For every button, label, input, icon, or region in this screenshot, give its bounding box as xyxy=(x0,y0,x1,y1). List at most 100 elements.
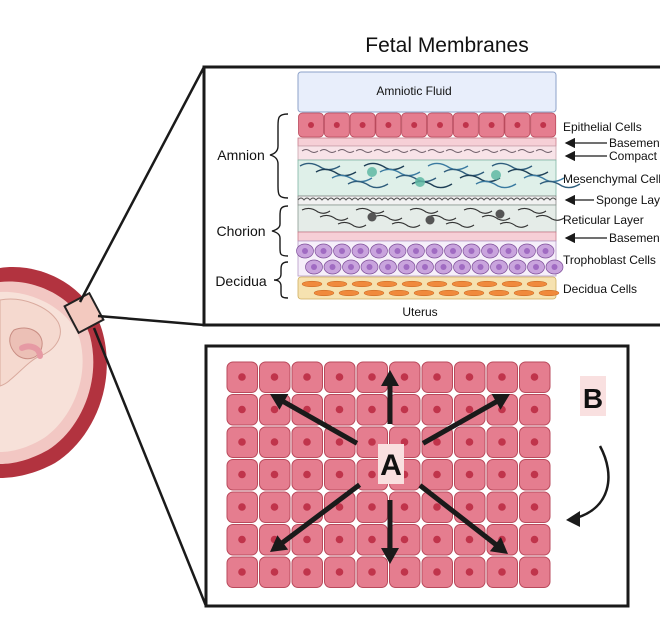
trophoblast-nucleus xyxy=(413,248,419,254)
compact-fiber xyxy=(319,149,337,153)
label-epithelial-cells: Epithelial Cells xyxy=(563,120,642,134)
sheet-cell-nucleus xyxy=(303,503,311,511)
trophoblast-nucleus xyxy=(450,248,456,254)
trophoblast-nucleus xyxy=(514,264,521,270)
decidua-cell xyxy=(538,289,560,297)
compact-fiber xyxy=(445,149,463,153)
mesenchymal-fiber xyxy=(331,174,373,183)
reticular-fiber xyxy=(409,207,439,214)
trophoblast-cells xyxy=(296,243,564,275)
sheet-cell-nucleus xyxy=(465,568,474,576)
sheet-cell-nucleus xyxy=(238,405,246,414)
sheet-cell-nucleus xyxy=(530,568,539,576)
reticular-fiber xyxy=(391,221,421,228)
compact-fiber xyxy=(355,149,373,153)
sheet-cell-nucleus xyxy=(530,470,539,479)
decidua-cell xyxy=(301,280,323,288)
sheet-cell-nucleus xyxy=(530,373,539,381)
sheet-cell-nucleus xyxy=(303,535,311,544)
trophoblast-nucleus xyxy=(468,248,475,254)
mesenchymal-fiber xyxy=(315,168,357,177)
sheet-cell-nucleus xyxy=(303,470,311,479)
sheet-cell-nucleus xyxy=(530,503,539,511)
compact-fiber xyxy=(481,149,499,153)
sheet-cell-nucleus xyxy=(335,373,344,381)
sheet-cell-nucleus xyxy=(270,503,279,511)
expansion-arrow-shaft xyxy=(421,396,503,446)
cell-nucleus xyxy=(437,122,443,128)
compact-fiber xyxy=(499,149,517,153)
reticular-fiber xyxy=(337,221,367,228)
trophoblast-nucleus xyxy=(385,264,391,270)
sheet-cell-nucleus xyxy=(368,470,376,479)
decidua-cell xyxy=(388,289,410,297)
sheet-cell-nucleus xyxy=(368,373,376,381)
trophoblast-nucleus xyxy=(505,248,512,254)
sheet-cell-nucleus xyxy=(335,503,344,511)
sheet-cell-nucleus xyxy=(303,568,311,576)
label-trophoblast-cells: Trophoblast Cells xyxy=(563,253,656,267)
mesenchymal-fiber xyxy=(475,180,517,189)
sheet-cell-nucleus xyxy=(498,568,506,576)
sheet-cell-nucleus xyxy=(238,535,246,544)
label-reticular-layer: Reticular Layer xyxy=(563,213,644,227)
expansion-arrow-head xyxy=(491,394,510,410)
label-b-background xyxy=(580,376,606,416)
mesenchymal-fiber xyxy=(379,168,421,177)
sheet-cell-nucleus xyxy=(400,568,409,576)
compact-fiber xyxy=(301,149,319,153)
decidua-cell xyxy=(338,289,360,297)
trophoblast-nucleus xyxy=(431,248,438,254)
mesenchymal-fiber xyxy=(459,174,501,183)
cell-nucleus xyxy=(308,122,314,128)
sheet-cell-nucleus xyxy=(465,535,474,544)
cell-nucleus xyxy=(411,122,418,128)
sheet-cell-nucleus xyxy=(270,438,279,446)
mesenchymal-cell xyxy=(491,170,501,180)
decidua-cell xyxy=(488,289,510,297)
reticular-fiber xyxy=(301,207,331,214)
compact-fiber xyxy=(373,149,391,153)
sheet-cell-nucleus xyxy=(433,438,441,446)
decidua-cell xyxy=(451,280,473,288)
trophoblast-nucleus xyxy=(524,248,530,254)
trophoblast-nucleus xyxy=(542,248,549,254)
sheet-cell-nucleus xyxy=(335,568,344,576)
decidua-cell xyxy=(513,289,535,297)
decidua-cell xyxy=(376,280,398,288)
decidua-cells xyxy=(301,280,560,297)
sheet-cell-nucleus xyxy=(400,405,409,414)
expansion-arrow-head xyxy=(270,394,289,410)
trophoblast-nucleus xyxy=(422,264,428,270)
label-sponge-layer: Sponge Layer xyxy=(596,193,660,207)
sheet-cell-nucleus xyxy=(238,438,246,446)
sheet-cell-nucleus xyxy=(335,405,344,414)
sheet-cell-nucleus xyxy=(400,535,409,544)
reticular-fiber xyxy=(481,214,511,221)
trophoblast-nucleus xyxy=(403,264,410,270)
decidua-cell xyxy=(438,289,460,297)
expansion-arrow-shaft xyxy=(277,396,359,446)
label-basement-membrane-2: Basement Membrane xyxy=(609,231,660,245)
reticular-fiber xyxy=(373,214,403,221)
sheet-cell-nucleus xyxy=(270,373,279,381)
compact-fiber xyxy=(391,149,409,153)
reticular-fiber xyxy=(499,221,529,228)
decidua-cell xyxy=(351,280,373,288)
mesenchymal-fiber xyxy=(299,162,341,171)
cell-nucleus xyxy=(488,122,495,128)
sheet-cell-nucleus xyxy=(465,405,474,414)
label-mesenchymal-cells: Mesenchymal Cells xyxy=(563,172,660,186)
cell-nucleus xyxy=(540,122,547,128)
reticular-fiber xyxy=(463,207,493,214)
trophoblast-nucleus xyxy=(357,248,364,254)
label-basement-membrane: Basement Membrane xyxy=(609,136,660,150)
trophoblast-nucleus xyxy=(376,248,382,254)
label-compact-layer: Compact Layer xyxy=(609,149,660,163)
sponge-layer-pattern xyxy=(297,197,557,201)
label-a: A xyxy=(380,449,402,482)
amniotic-fluid-label: Amniotic Fluid xyxy=(376,84,451,98)
curved-arrow-b xyxy=(575,445,610,520)
reticular-fiber xyxy=(427,214,457,221)
reticular-cell xyxy=(425,215,435,225)
